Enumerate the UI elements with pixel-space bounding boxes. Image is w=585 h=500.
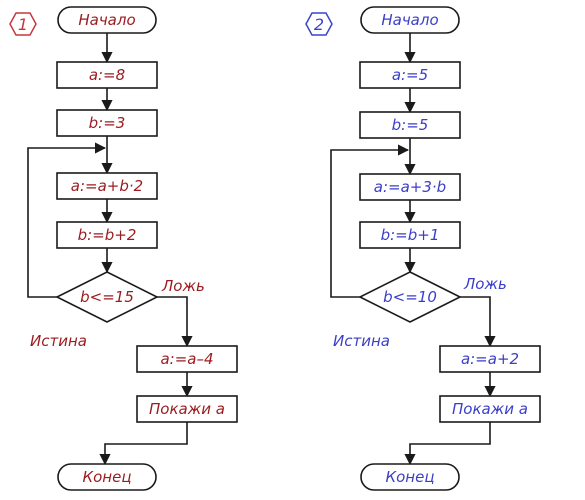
flowchart-1-step-b <box>56 109 158 137</box>
flowchart-1-after-a-label: a:=a–4 <box>160 350 213 368</box>
flowchart-2-step-b-label: b:=5 <box>392 116 429 134</box>
flowchart-2-end-line <box>404 422 491 466</box>
flowchart-1-condition-label: b<=15 <box>80 288 134 306</box>
flowchart-1-start-label: Начало <box>78 11 135 29</box>
flowchart-2-condition-diamond <box>358 271 462 323</box>
flowchart-2-number: 2 <box>314 15 324 34</box>
flowchart-1-end-label: Конец <box>82 468 131 486</box>
flowchart-2-after-a <box>439 345 541 373</box>
flowchart-1-step-loop-b-label: b:=b+2 <box>78 226 137 244</box>
flowchart-2-output-label: Покажи a <box>452 400 528 418</box>
flowchart-1-step-loop-a-label: a:=a+b·2 <box>71 177 143 195</box>
flowchart-2-step-loop-b-label: b:=b+1 <box>381 226 440 244</box>
flowchart-1-step-a-label: a:=8 <box>89 66 125 84</box>
flowchart-1-after-a <box>136 345 238 373</box>
flowchart-1-number: 1 <box>18 15 28 34</box>
flowchart-2: 2 Начало a:=5 b:=5 a:=a+3·b b:=b+1 b<=10… <box>305 6 541 491</box>
flowchart-2-step-a <box>359 61 461 89</box>
flowchart-2-step-loop-a <box>359 173 461 201</box>
flowchart-1-output-label: Покажи a <box>149 400 225 418</box>
flowchart-2-condition-label: b<=10 <box>383 288 437 306</box>
flowchart-2-step-a-label: a:=5 <box>392 66 428 84</box>
flowchart-2-false-line <box>460 296 496 348</box>
flowchart-1: 1 Начало a:=8 b:=3 a:=a+b·2 b:=b+2 b<=15… <box>9 6 238 491</box>
flowchart-1-condition-diamond <box>55 271 159 323</box>
flowchart-1-true-label: Истина <box>30 332 87 350</box>
flowchart-2-step-b <box>359 111 461 139</box>
flowchart-2-step-loop-a-label: a:=a+3·b <box>374 178 446 196</box>
flowchart-2-start-label: Начало <box>381 11 438 29</box>
flowchart-1-false-label: Ложь <box>161 277 205 295</box>
flowchart-1-end-terminator <box>57 463 157 491</box>
flowchart-2-end-label: Конец <box>385 468 434 486</box>
flowchart-2-false-label: Ложь <box>463 275 507 293</box>
flowchart-2-true-label: Истина <box>333 332 390 350</box>
flowchart-1-output <box>136 395 238 423</box>
flowchart-1-step-loop-b <box>56 221 158 249</box>
flowchart-1-true-loop-line <box>27 142 107 298</box>
flowchart-1-end-line <box>99 422 188 466</box>
flowchart-1-step-b-label: b:=3 <box>89 114 126 132</box>
flowchart-2-after-a-label: a:=a+2 <box>461 350 519 368</box>
flowchart-2-number-badge <box>305 12 333 36</box>
flowchart-1-false-line <box>157 296 193 348</box>
flowchart-1-step-a <box>56 61 158 89</box>
flowchart-2-end-terminator <box>360 463 460 491</box>
flowchart-1-number-badge <box>9 12 37 36</box>
flowchart-2-output <box>439 395 541 423</box>
flowchart-2-true-loop-line <box>330 144 410 298</box>
